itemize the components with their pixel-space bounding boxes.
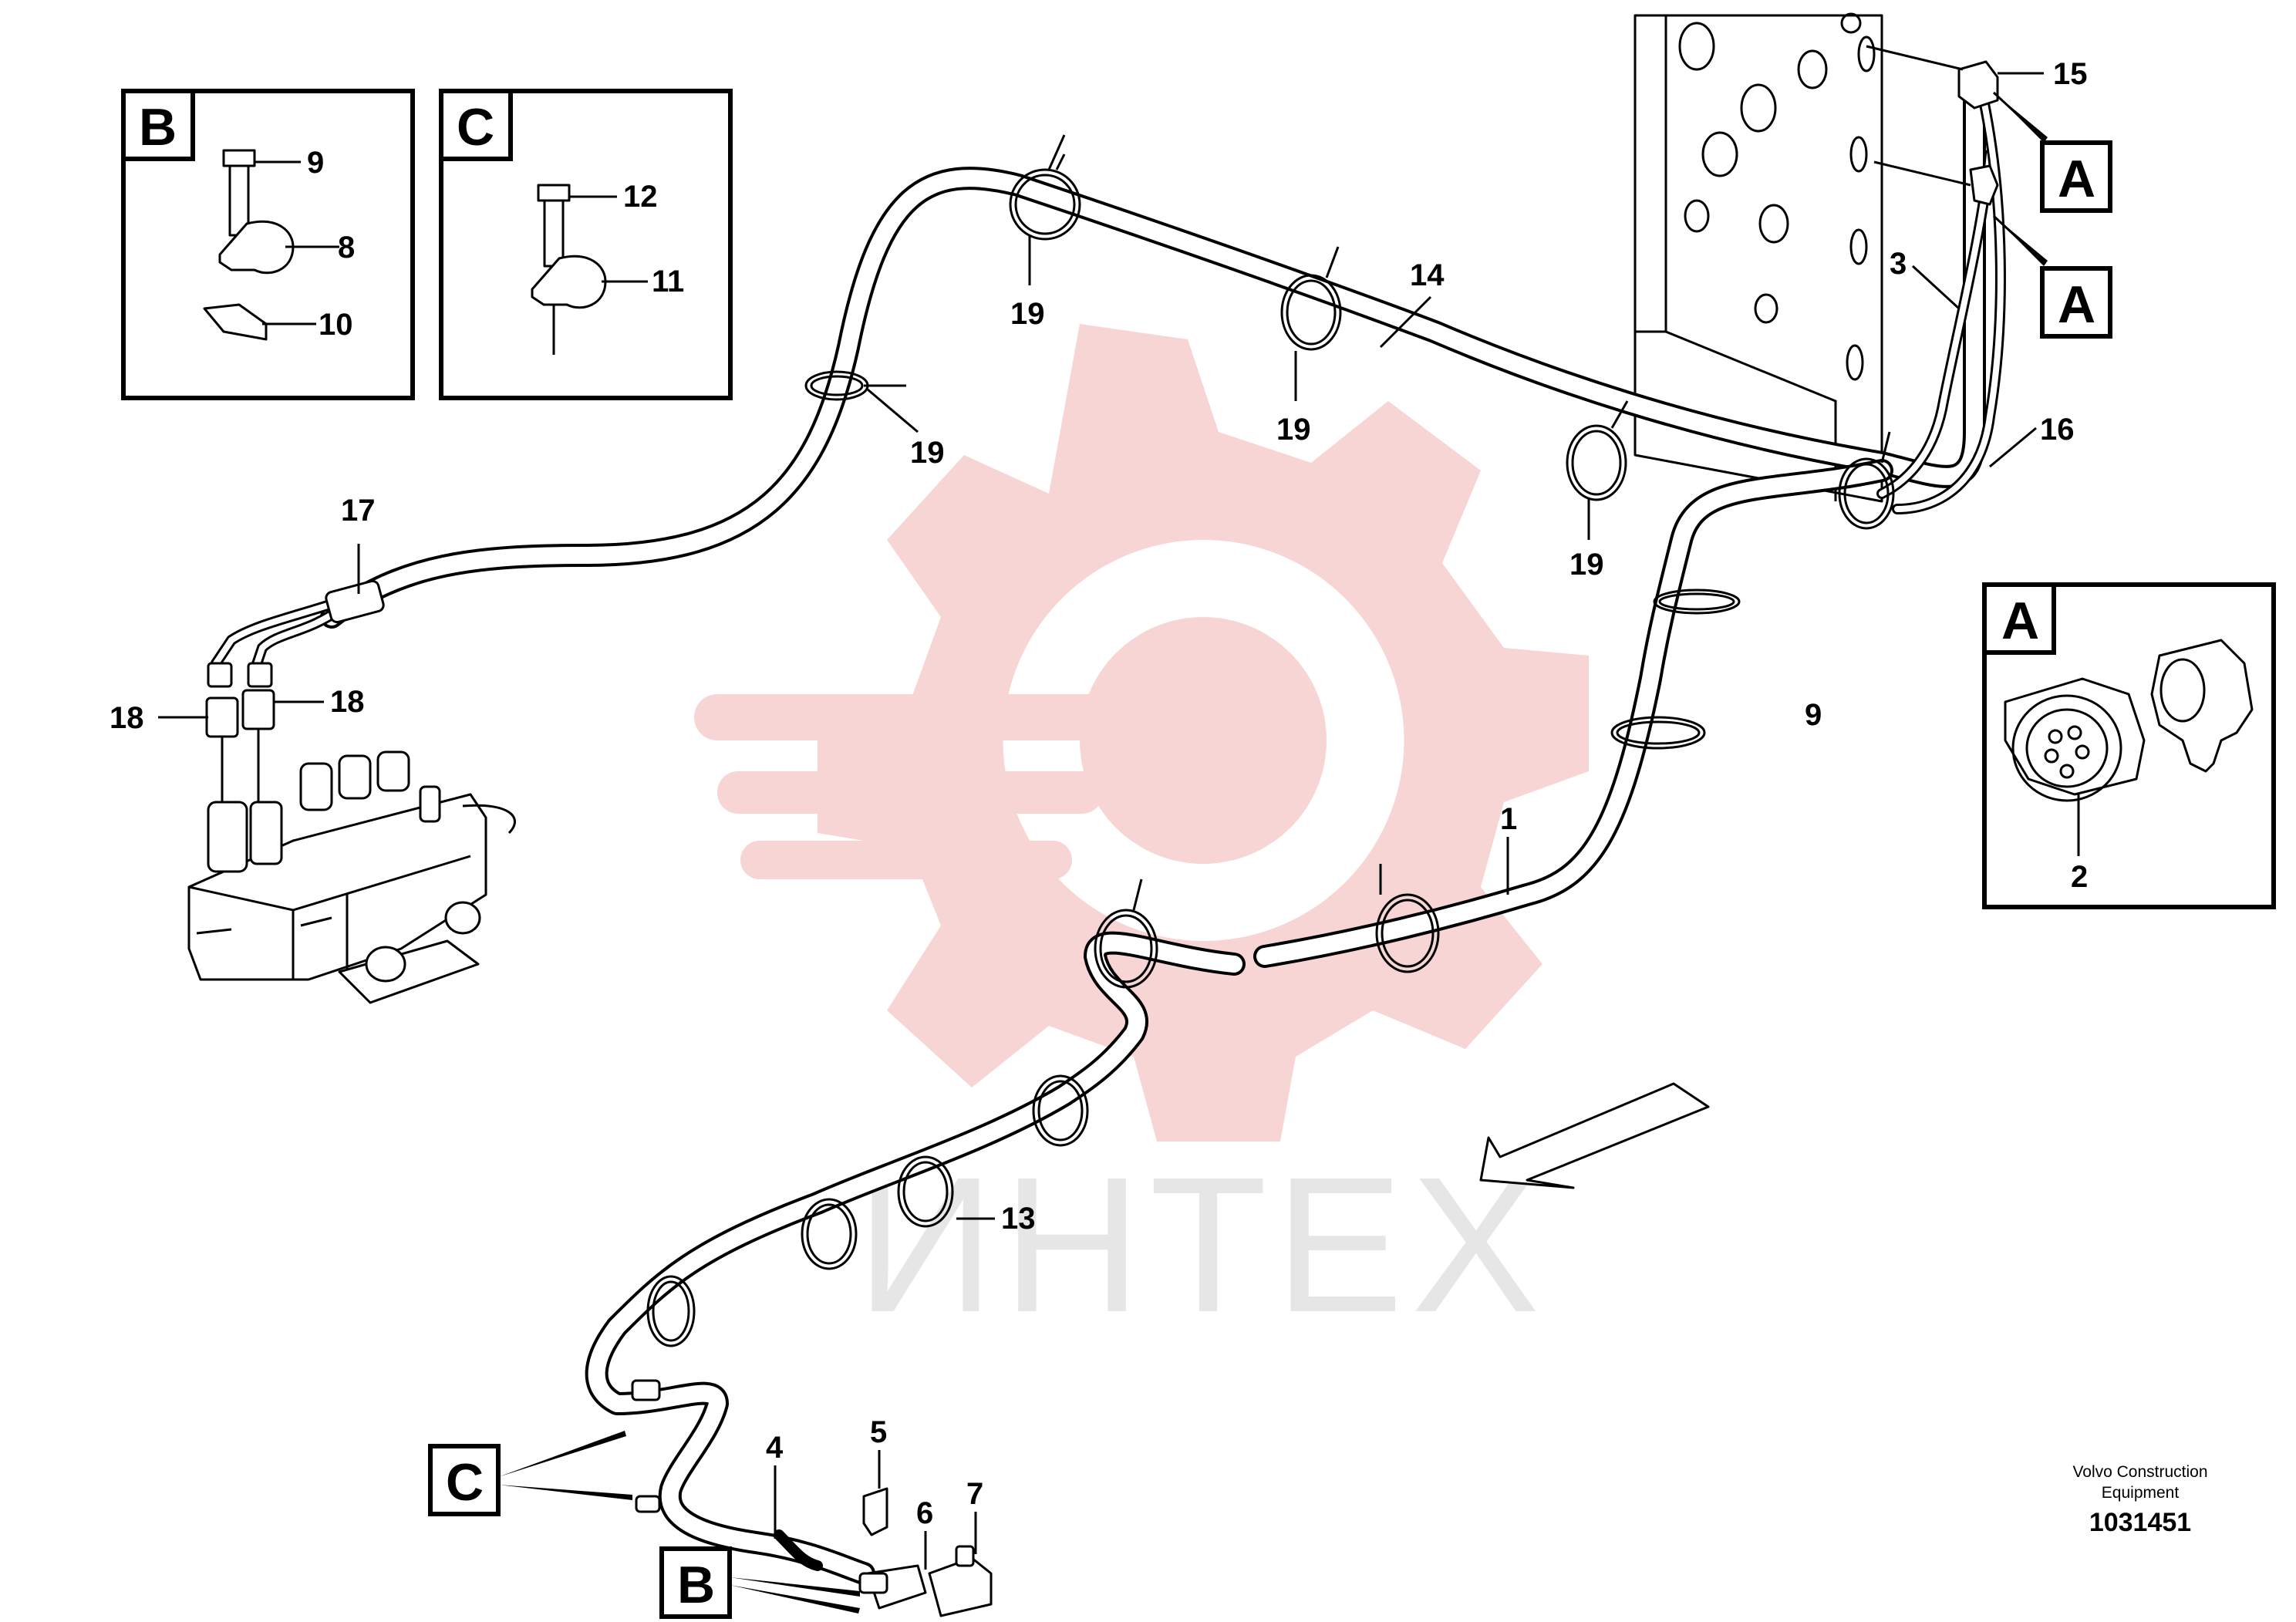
cable-tie-hose1-c	[1375, 864, 1440, 973]
callout-5: 5	[870, 1415, 887, 1449]
hose-clamps-lower	[631, 1379, 888, 1594]
cable-tie-hose13-d	[801, 1198, 858, 1270]
callout-13: 13	[1001, 1202, 1036, 1236]
callout-9-detail-b: 9	[307, 146, 324, 180]
ref-b-bottom	[659, 1546, 860, 1619]
callout-7: 7	[966, 1477, 983, 1511]
cable-tie-hose13-e	[646, 1275, 696, 1347]
cable-tie-hose13-a	[1094, 878, 1158, 989]
frame-rail	[1633, 12, 1883, 503]
cable-tie-19d	[1566, 400, 1629, 501]
cable-tie-19a	[1009, 134, 1081, 241]
callout-2: 2	[2071, 860, 2088, 894]
detail-box-b: B	[121, 89, 415, 400]
watermark-text: ИНТЕХ	[856, 1137, 1547, 1352]
drawing-number: 1031451	[2089, 1508, 2191, 1537]
detail-box-a: A	[1982, 582, 2276, 909]
callout-14: 14	[1410, 258, 1445, 292]
wire-3	[1876, 149, 1995, 499]
detail-box-c: C	[439, 89, 733, 400]
callout-16: 16	[2040, 413, 2075, 447]
detail-ref-a-top: A	[2058, 150, 2095, 208]
hose-14-upper	[320, 81, 1986, 629]
callout-19-d: 19	[1569, 548, 1604, 582]
credit-line-1: Volvo Construction	[2072, 1463, 2207, 1481]
connector-3-end	[1873, 160, 1999, 206]
callout-10: 10	[319, 308, 353, 342]
hose-13	[585, 931, 1246, 1585]
cable-tie-hose13-c	[897, 1155, 954, 1228]
credit-line-2: Equipment	[2102, 1484, 2180, 1502]
hose-1	[1253, 459, 1893, 968]
cable-tie-19c	[1280, 246, 1342, 351]
detail-label-a-box: A	[2001, 592, 2039, 650]
connector-18b	[241, 662, 275, 802]
connector-18a	[205, 662, 239, 802]
leader-lines	[158, 72, 2044, 1220]
callout-19-c: 19	[1276, 413, 1311, 447]
detail-ref-c: C	[446, 1453, 484, 1512]
callout-6: 6	[916, 1496, 933, 1530]
callout-19-a: 19	[1010, 297, 1045, 331]
detail-label-c: C	[457, 98, 494, 157]
detail-ref-b: B	[677, 1556, 715, 1614]
ref-a-top	[1992, 91, 2112, 213]
cable-tie-hose1-a	[1653, 588, 1741, 615]
callout-8: 8	[338, 231, 355, 265]
callout-18-b: 18	[330, 685, 365, 719]
callout-1: 1	[1500, 802, 1517, 836]
ref-a-mid	[1992, 214, 2112, 339]
callout-4: 4	[766, 1431, 784, 1465]
callout-17: 17	[341, 494, 376, 528]
cable-tie-19b	[804, 370, 906, 401]
callout-11: 11	[652, 265, 684, 298]
callout-19-b: 19	[910, 436, 945, 470]
detail-ref-a-mid: A	[2058, 275, 2095, 334]
clip-part-5	[862, 1450, 888, 1536]
sensor-part-7	[928, 1512, 993, 1617]
ref-c-bottom	[428, 1431, 632, 1516]
cable-tie-hose1-b	[1610, 716, 1706, 750]
callout-18-a: 18	[110, 701, 144, 735]
control-valve-block	[187, 750, 516, 1004]
callout-15: 15	[2053, 57, 2088, 91]
callout-12: 12	[623, 180, 658, 214]
callout-3: 3	[1890, 247, 1907, 281]
wire-harness-17	[211, 579, 385, 676]
wire-part-4	[774, 1465, 823, 1571]
cable-tie-hose13-b	[1032, 1074, 1089, 1147]
detail-label-b: B	[139, 98, 177, 157]
callout-9-main: 9	[1805, 698, 1822, 732]
adapter-part-6	[866, 1531, 927, 1610]
direction-arrow	[1479, 1082, 1710, 1189]
connector-15	[1866, 45, 1999, 110]
cable-tie-frame	[1838, 431, 1895, 530]
